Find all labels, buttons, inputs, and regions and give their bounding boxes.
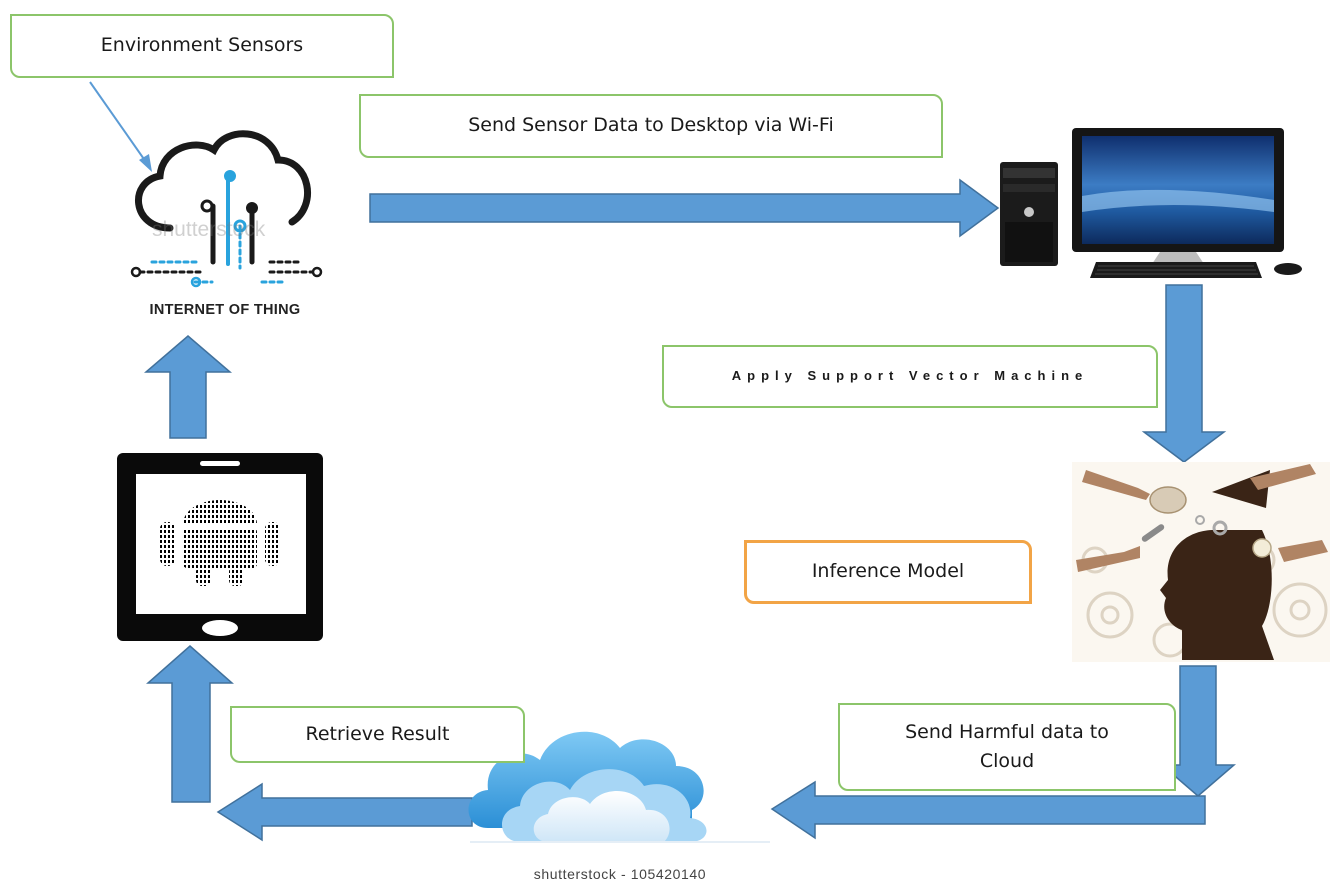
send-sensor-data-box: Send Sensor Data to Desktop via Wi-Fi: [359, 94, 943, 158]
inference-model-label: Inference Model: [811, 560, 965, 583]
apply-svm-box: Apply Support Vector Machine: [662, 345, 1158, 408]
smartphone-android-icon: [117, 453, 323, 641]
arrow-iot-to-desktop: [369, 178, 1000, 238]
iot-watermark-text: shutterstock: [152, 218, 266, 241]
arrow-sensors-to-iot: [89, 81, 152, 172]
send-harmful-data-box: Send Harmful data to Cloud: [838, 703, 1176, 791]
environment-sensors-box: Environment Sensors: [10, 14, 394, 78]
iot-label: INTERNET OF THING: [149, 302, 301, 318]
desktop-computer-icon: [1000, 128, 1302, 278]
arrow-cloud-to-phone-left: [216, 782, 473, 842]
send-harmful-data-label-line1: Send Harmful data to: [905, 720, 1109, 743]
send-harmful-data-label-line2: Cloud: [979, 750, 1035, 772]
inference-model-box: Inference Model: [744, 540, 1032, 604]
arrow-inference-to-cloud-left: [770, 780, 1206, 840]
environment-sensors-label: Environment Sensors: [100, 34, 304, 57]
storage-cloud-icon: [468, 731, 770, 843]
inference-head-icon: [1072, 462, 1330, 662]
cloud-caption: shutterstock - 105420140: [533, 866, 707, 882]
arrow-desktop-to-inference: [1141, 284, 1227, 463]
arrow-cloud-to-phone-up: [146, 645, 234, 803]
iot-cloud-icon: [130, 130, 323, 288]
retrieve-result-box: Retrieve Result: [230, 706, 525, 763]
arrow-inference-to-cloud-down: [1159, 665, 1237, 797]
send-sensor-data-label: Send Sensor Data to Desktop via Wi-Fi: [468, 114, 834, 137]
retrieve-result-label: Retrieve Result: [305, 722, 450, 745]
arrow-phone-to-iot: [143, 335, 233, 439]
apply-svm-label: Apply Support Vector Machine: [731, 368, 1089, 384]
